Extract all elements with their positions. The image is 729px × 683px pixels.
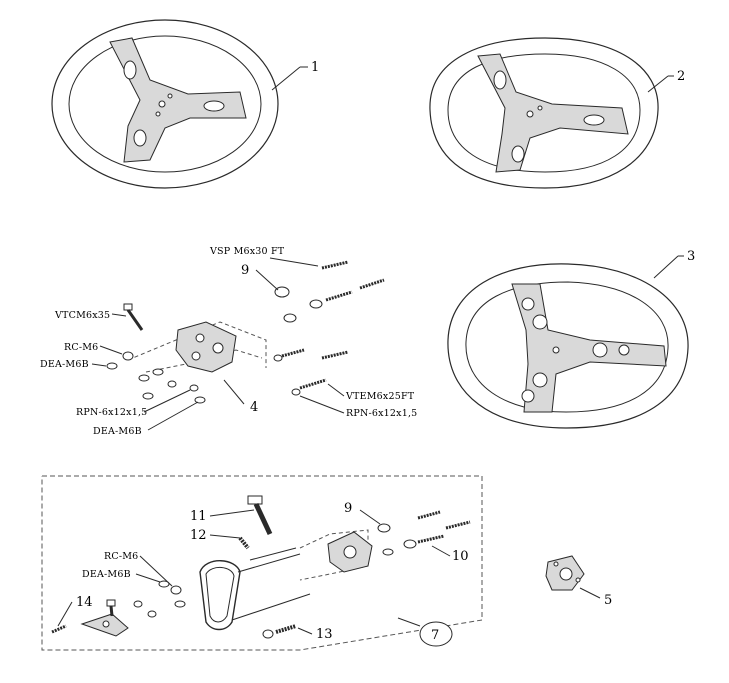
callout-11: 11 <box>190 509 207 524</box>
label-rpn-b: RPN-6x12x1,5 <box>346 408 417 419</box>
label-rc-m6-a: RC-M6 <box>64 342 98 353</box>
callout-7-circle <box>419 621 453 647</box>
screw-set-upper <box>273 260 385 396</box>
label-dea-m6b-b: DEA-M6B <box>93 426 142 437</box>
callout-7: 7 <box>431 628 439 643</box>
quick-release-kit-7 <box>51 495 471 639</box>
adapter-5 <box>545 555 585 591</box>
callout-9-upper: 9 <box>241 263 249 278</box>
label-vtcm: VTCM6x35 <box>54 310 110 321</box>
callout-10: 10 <box>452 549 469 564</box>
callout-1: 1 <box>311 60 319 75</box>
label-dea-m6b-c: DEA-M6B <box>82 569 131 580</box>
callout-13: 13 <box>316 627 333 642</box>
label-vsp: VSP M6x30 FT <box>209 246 285 257</box>
callout-12: 12 <box>190 528 207 543</box>
callout-4: 4 <box>250 400 258 415</box>
kit-7-boundary <box>41 475 483 651</box>
callout-9-lower: 9 <box>344 501 352 516</box>
callout-5: 5 <box>604 593 612 608</box>
steering-wheel-3 <box>447 263 689 429</box>
callout-2: 2 <box>677 69 685 84</box>
steering-wheel-2 <box>429 37 659 189</box>
callout-14: 14 <box>76 595 93 610</box>
label-vtem: VTEM6x25FT <box>345 391 415 402</box>
label-rc-m6-b: RC-M6 <box>104 551 138 562</box>
label-rpn-a: RPN-6x12x1,5 <box>76 407 147 418</box>
steering-wheel-1 <box>51 19 279 189</box>
label-dea-m6b-a: DEA-M6B <box>40 359 89 370</box>
hub-assembly-4 <box>106 303 267 404</box>
callout-3: 3 <box>687 249 695 264</box>
